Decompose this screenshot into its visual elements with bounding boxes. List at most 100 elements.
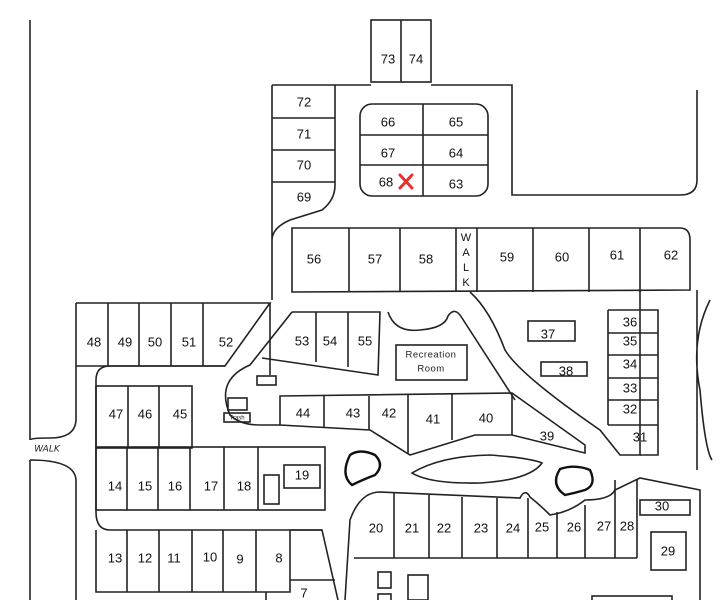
lot-number: 20 <box>369 520 383 535</box>
lot-number: 56 <box>307 251 321 266</box>
lot-number: 54 <box>323 333 337 348</box>
lot-block-63-68 <box>359 103 489 197</box>
lot-number: 44 <box>296 405 310 420</box>
lot-number: 11 <box>167 550 181 565</box>
pond-left <box>344 450 382 487</box>
lot-number: 15 <box>138 478 152 493</box>
lot-number: 33 <box>623 380 637 395</box>
lot-number: 32 <box>623 401 637 416</box>
lot-number: 12 <box>138 550 152 565</box>
lot-number: 36 <box>623 314 637 329</box>
lot-number: 57 <box>368 251 382 266</box>
lot-number: 67 <box>381 145 395 160</box>
lot-number: 17 <box>204 478 218 493</box>
recreation-room: Recreation Room <box>395 344 468 381</box>
lot-number: 39 <box>540 428 554 443</box>
lot-number: 65 <box>449 114 463 129</box>
road-edge-right <box>695 290 713 470</box>
lot-number: 47 <box>109 406 123 421</box>
lot-number: 14 <box>108 478 122 493</box>
lot-number: 73 <box>381 51 395 66</box>
lot-number: 42 <box>382 405 396 420</box>
lot-number: 66 <box>381 114 395 129</box>
walk-letter: W <box>461 232 472 244</box>
lot-block-73-74 <box>370 19 432 83</box>
walk-label-left: WALK <box>34 445 61 455</box>
lot-number: 38 <box>559 363 573 378</box>
shed <box>256 375 277 386</box>
lot-row-20-28 <box>344 477 701 600</box>
lot-number: 34 <box>623 356 637 371</box>
lot-number: 31 <box>633 429 647 444</box>
lot-number: 28 <box>620 518 634 533</box>
lot-number: 59 <box>500 249 514 264</box>
lot-number: 9 <box>236 551 243 566</box>
lot-block-69-72 <box>271 85 336 300</box>
trash-label: Trash <box>229 416 244 422</box>
lot-number: 22 <box>437 520 451 535</box>
lot-number: 61 <box>610 247 624 262</box>
lot-number: 21 <box>405 520 419 535</box>
lot-number: 69 <box>297 189 311 204</box>
walk-label-vertical: W A L K <box>461 232 472 289</box>
lot-column-31-36 <box>607 309 659 456</box>
lot-number: 24 <box>506 520 520 535</box>
walk-letter: K <box>462 277 470 289</box>
lot-number: 30 <box>655 498 669 513</box>
lot-number: 26 <box>567 519 581 534</box>
building-38 <box>540 361 588 377</box>
lot-number: 16 <box>168 478 182 493</box>
lot-number: 19 <box>295 467 309 482</box>
lot-row-7-13 <box>95 529 339 600</box>
lot-number: 63 <box>449 176 463 191</box>
lot-number: 51 <box>182 334 196 349</box>
walk-letter: A <box>462 247 470 259</box>
lot-number: 23 <box>474 520 488 535</box>
lot-number: 70 <box>297 157 311 172</box>
lot-number: 13 <box>108 550 122 565</box>
x-mark-icon <box>398 173 414 190</box>
walk-letter: L <box>463 262 469 274</box>
lot-row-39-44 <box>279 392 586 456</box>
lot-number: 45 <box>173 406 187 421</box>
median-island <box>410 454 544 484</box>
lot-number: 18 <box>237 478 251 493</box>
lot-number: 53 <box>295 333 309 348</box>
building-37 <box>527 320 576 342</box>
lot-number: 40 <box>479 410 493 425</box>
lot-number: 29 <box>661 543 675 558</box>
lot-number: 7 <box>300 585 307 600</box>
lot-number: 46 <box>138 406 152 421</box>
lot-number: 8 <box>275 550 282 565</box>
lot-number: 58 <box>419 251 433 266</box>
pond-right <box>554 465 594 497</box>
lot-number: 62 <box>664 247 678 262</box>
lot-number: 27 <box>597 518 611 533</box>
recreation-room-label-1: Recreation <box>406 350 457 361</box>
shed-2 <box>227 397 248 411</box>
lot-number: 10 <box>203 549 217 564</box>
lot-number: 49 <box>118 334 132 349</box>
lot-number: 25 <box>535 519 549 534</box>
road-edge-upper <box>272 84 698 196</box>
lot-number: 71 <box>297 126 311 141</box>
lot-number: 60 <box>555 249 569 264</box>
lot-number: 52 <box>219 334 233 349</box>
lot-number: 72 <box>297 94 311 109</box>
lot-number: 35 <box>623 333 637 348</box>
lot-block-14-19-45-47 <box>95 385 326 511</box>
lot-number: 50 <box>148 334 162 349</box>
recreation-room-label-2: Room <box>417 364 444 375</box>
trash-box <box>223 412 251 423</box>
lot-block-53-55 <box>224 290 641 456</box>
lot-number: 48 <box>87 334 101 349</box>
lot-row-56-62 <box>291 227 691 293</box>
lot-number: 37 <box>541 326 555 341</box>
lot-number: 41 <box>426 411 440 426</box>
lot-number: 68 <box>379 174 393 189</box>
lot-row-48-52 <box>29 20 272 600</box>
lot-number: 55 <box>358 333 372 348</box>
lot-number: 64 <box>449 145 463 160</box>
